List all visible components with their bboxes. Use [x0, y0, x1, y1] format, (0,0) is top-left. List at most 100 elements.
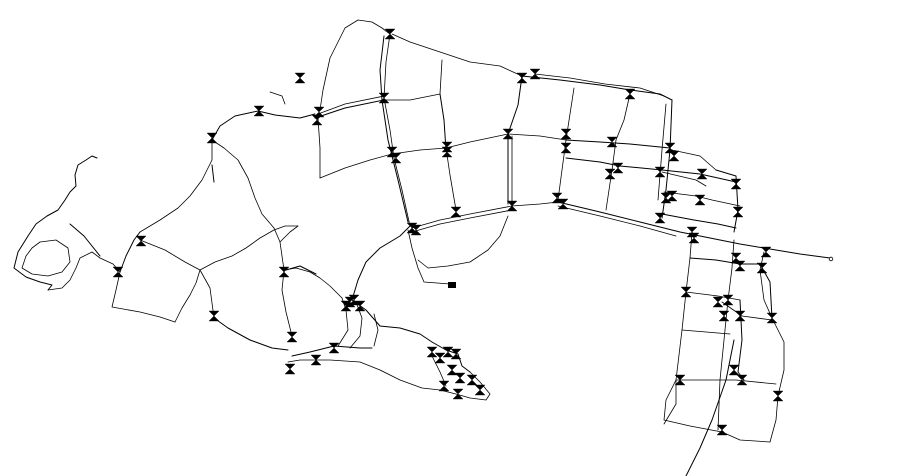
hourglass-valve-icon	[284, 363, 296, 375]
hourglass-valve-icon	[438, 380, 450, 392]
hourglass-valve-icon	[426, 346, 438, 358]
pipe-line	[273, 227, 293, 337]
pipe-line	[661, 171, 707, 187]
pipe-line	[314, 99, 385, 119]
pipe-line	[383, 59, 443, 101]
hourglass-valve-icon	[732, 206, 744, 218]
hourglass-valve-icon	[390, 152, 402, 164]
hourglass-valve-icon	[772, 390, 784, 402]
hourglass-valve-icon	[668, 150, 680, 162]
pipe-line	[47, 251, 121, 291]
hourglass-valve-icon	[450, 206, 462, 218]
hourglass-valve-icon	[294, 72, 306, 84]
hourglass-valve-icon	[278, 266, 290, 278]
pipe-line	[111, 271, 176, 323]
hourglass-valve-icon	[718, 310, 730, 322]
hourglass-valve-icon	[560, 128, 572, 140]
pipe-line	[739, 263, 773, 319]
pipe-line	[445, 147, 457, 211]
hourglass-valve-icon	[696, 168, 708, 180]
pipe-line	[21, 239, 71, 277]
hourglass-valve-icon	[557, 198, 569, 210]
pipe-line	[721, 301, 773, 321]
hourglass-valve-icon	[654, 166, 666, 178]
hourglass-valve-icon	[253, 105, 265, 117]
hourglass-valve-icon	[313, 106, 325, 118]
hourglass-valve-icon	[716, 424, 728, 436]
hourglass-valve-icon	[516, 72, 528, 84]
pipe-line	[211, 139, 275, 229]
pipe-line	[663, 379, 771, 443]
hourglass-valve-icon	[310, 354, 322, 366]
pipe-line	[657, 103, 667, 201]
hourglass-valve-icon	[340, 300, 352, 312]
hourglass-valve-icon	[674, 374, 686, 386]
hourglass-valve-icon	[760, 246, 772, 258]
hourglass-valve-icon	[680, 286, 692, 298]
pipe-line	[383, 33, 411, 227]
pipe-line	[671, 149, 717, 171]
pipe-line	[317, 95, 385, 115]
hourglass-valve-icon	[452, 388, 464, 400]
pipe-line	[317, 117, 321, 179]
hourglass-valve-icon	[354, 300, 366, 312]
pipe-line	[279, 225, 299, 243]
pipe-line	[661, 99, 673, 219]
pipe-line	[211, 164, 215, 183]
pipe-lines	[13, 19, 831, 476]
pipe-line	[391, 33, 523, 77]
pipe-line	[351, 225, 411, 301]
hourglass-valve-icon	[474, 384, 486, 396]
pipe-line	[565, 139, 671, 149]
pipe-line	[685, 291, 741, 301]
pipe-line	[174, 269, 201, 323]
pipe-line	[139, 139, 213, 233]
pipe-line	[439, 93, 447, 151]
hourglass-valve-icon	[728, 364, 740, 376]
pipe-line	[507, 133, 567, 141]
hourglass-valve-icon	[666, 190, 678, 202]
pipe-line	[715, 169, 739, 233]
pipe-line	[417, 215, 509, 269]
hourglass-valve-icon	[712, 296, 724, 308]
hourglass-valve-icon	[466, 374, 478, 386]
pipe-line	[283, 267, 343, 299]
pipe-line	[681, 329, 731, 335]
hourglass-valve-icon	[441, 146, 453, 158]
hourglass-valve-icon	[286, 331, 298, 343]
pipe-line	[411, 201, 559, 229]
hourglass-valve-icon	[454, 372, 466, 384]
hourglass-valve-icon	[450, 348, 462, 360]
pipe-line	[507, 75, 523, 205]
open-circle-icon	[828, 256, 834, 262]
hourglass-valve-icon	[506, 200, 518, 212]
pipe-line	[521, 75, 673, 101]
pipe-line	[211, 110, 316, 141]
pipe-line	[199, 269, 215, 319]
hourglass-valve-icon	[502, 128, 514, 140]
hourglass-valve-icon	[384, 28, 396, 40]
pipe-line	[557, 205, 677, 237]
hourglass-valve-icon	[734, 260, 746, 272]
hourglass-valve-icon	[378, 92, 390, 104]
pipe-line	[213, 317, 289, 351]
pipe-line	[119, 231, 141, 273]
pipe-line	[411, 209, 513, 233]
hourglass-valve-icon	[660, 192, 672, 204]
hourglass-valve-icon	[756, 262, 768, 274]
pipe-line	[285, 265, 317, 275]
pipe-line	[351, 299, 447, 351]
pipe-line	[379, 35, 409, 223]
hourglass-valve-icon	[654, 212, 666, 224]
pipe-line	[661, 213, 737, 229]
pipe-line	[199, 225, 299, 271]
pipe-line	[675, 231, 693, 381]
pipe-line	[319, 19, 391, 111]
hourglass-valve-icon	[410, 224, 422, 236]
pipe-line	[675, 379, 777, 385]
hourglass-valve-icon	[606, 136, 618, 148]
filled-square-icon	[448, 282, 456, 288]
hourglass-valve-icon	[529, 68, 541, 80]
